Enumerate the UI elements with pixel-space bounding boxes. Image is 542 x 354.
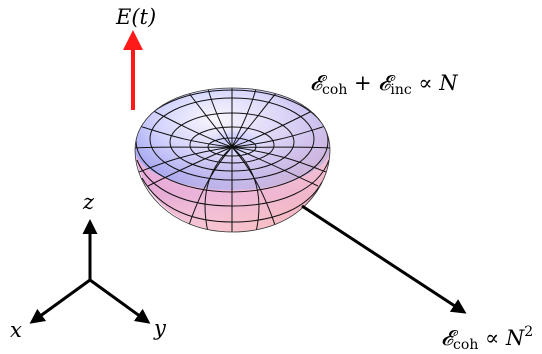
coherent-emission-label: 𝓔coh ∝ N2: [441, 324, 534, 353]
coordinate-axes: [29, 219, 151, 324]
emission-torus: [134, 87, 331, 233]
x-axis: [29, 278, 91, 324]
total-emission-label: 𝓔coh + 𝓔inc ∝ N: [310, 71, 458, 98]
torus-outline: [134, 87, 331, 233]
field-label: E(t): [116, 5, 157, 29]
x-axis-label: x: [10, 318, 22, 342]
y-axis: [89, 278, 151, 324]
coherent-emission-arrow: [301, 204, 467, 314]
y-axis-label: y: [154, 316, 166, 340]
z-axis-label: z: [83, 190, 95, 214]
